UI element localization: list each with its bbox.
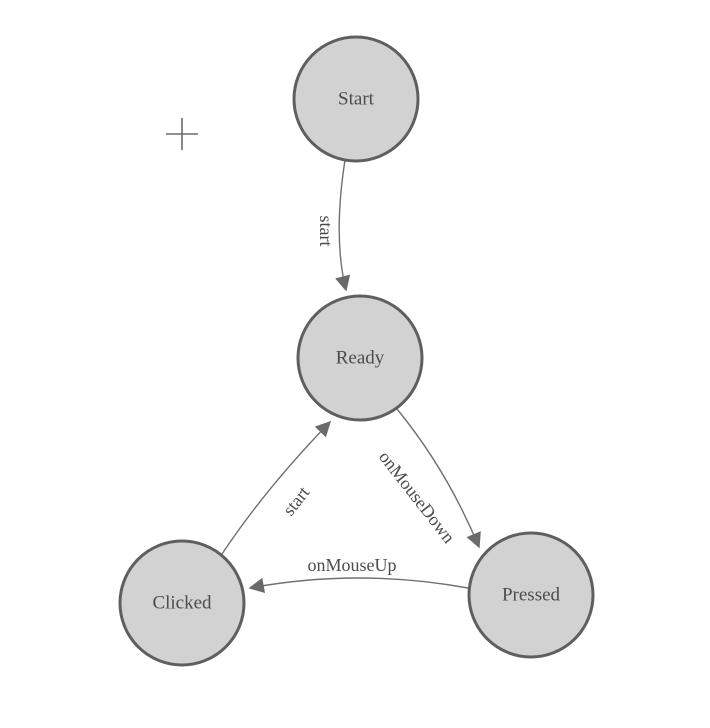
crosshair-icon [166, 118, 198, 150]
edge-label-pressed-to-clicked[interactable]: onMouseUp [308, 555, 397, 575]
edge-label-start-to-ready[interactable]: start [316, 216, 336, 247]
node-start[interactable]: Start [292, 35, 420, 163]
node-clicked-label: Clicked [152, 593, 212, 614]
node-clicked[interactable]: Clicked [118, 539, 246, 667]
node-pressed[interactable]: Pressed [467, 531, 595, 659]
edge-clicked-to-ready[interactable] [221, 420, 332, 555]
node-ready[interactable]: Ready [296, 294, 424, 422]
node-clicked-circle [118, 539, 246, 667]
edge-start-to-ready[interactable] [335, 159, 351, 292]
node-start-circle [292, 35, 420, 163]
edge-pressed-to-clicked[interactable] [248, 577, 469, 594]
node-start-label: Start [338, 89, 375, 110]
node-ready-circle [296, 294, 424, 422]
edge-ready-to-pressed[interactable] [396, 408, 481, 549]
edge-label-clicked-to-ready[interactable]: start [279, 483, 314, 520]
node-ready-label: Ready [336, 348, 385, 369]
edge-label-ready-to-pressed[interactable]: onMouseDown [375, 447, 459, 547]
node-pressed-label: Pressed [502, 585, 561, 606]
node-pressed-circle [467, 531, 595, 659]
